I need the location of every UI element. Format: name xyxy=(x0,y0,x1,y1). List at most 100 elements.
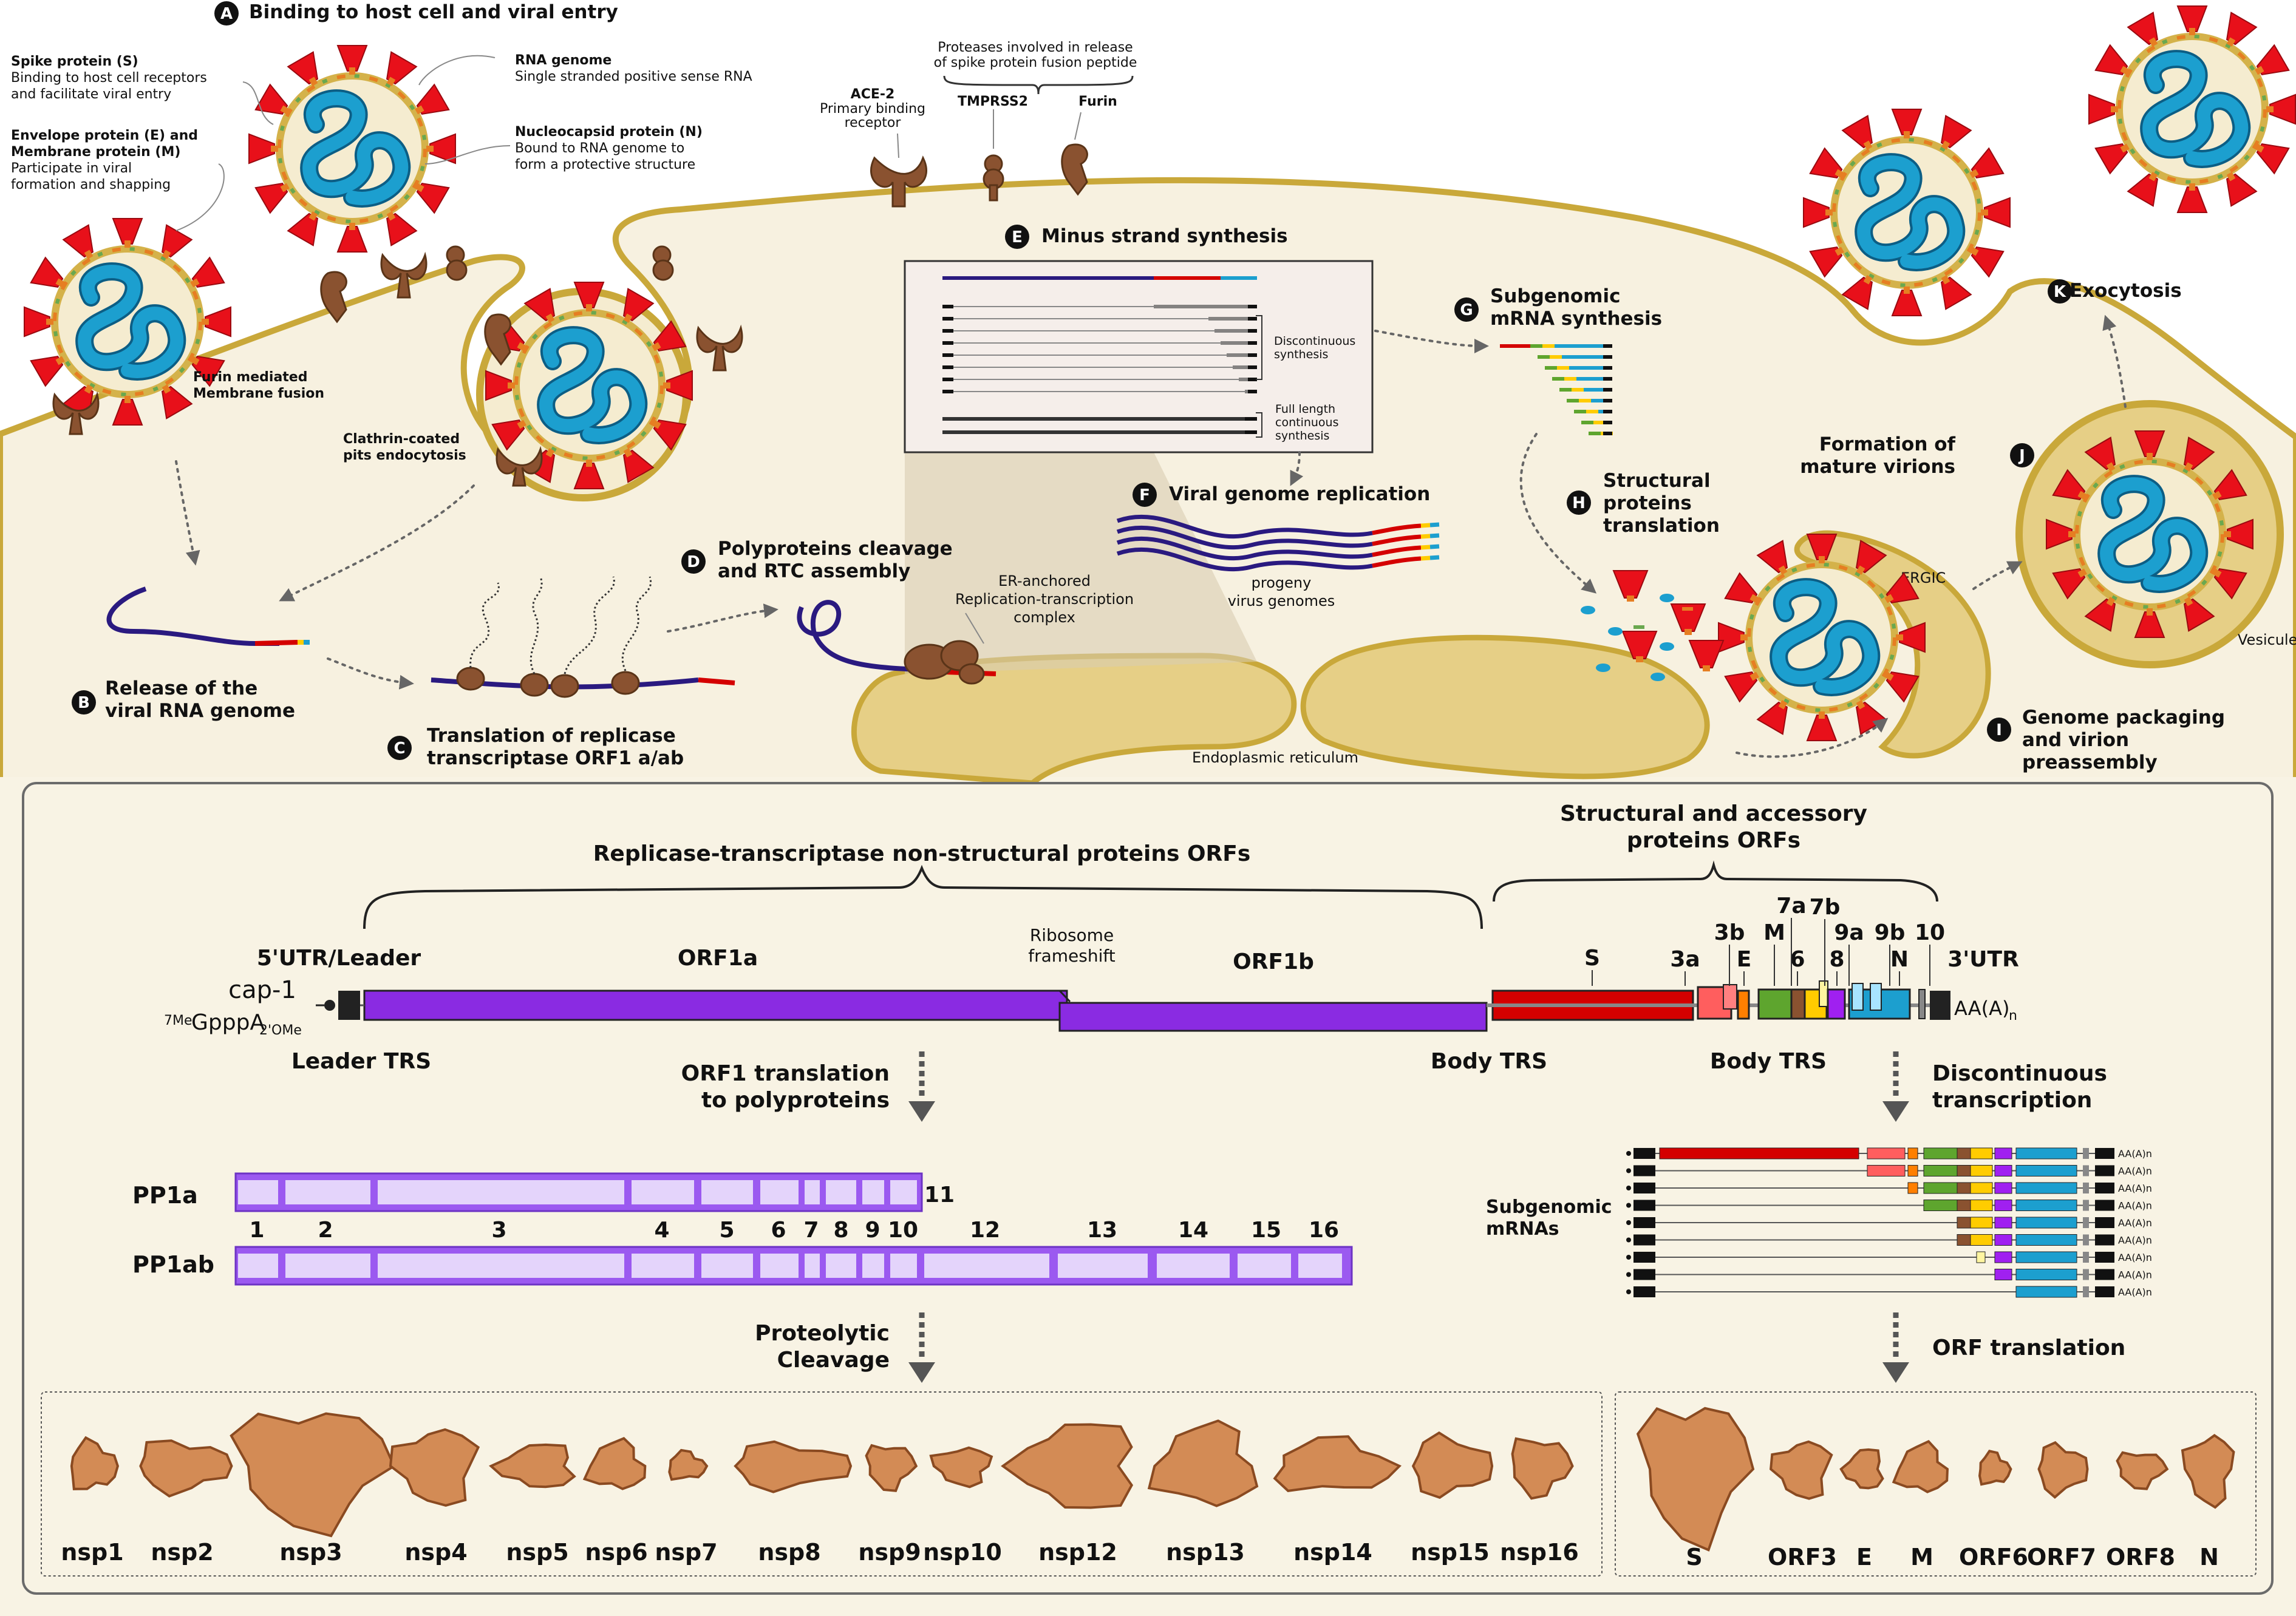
spike-protein xyxy=(62,224,94,259)
spike-protein xyxy=(2088,93,2118,125)
spike-protein xyxy=(415,83,450,115)
down-arrows xyxy=(908,1051,1909,1383)
spike-protein xyxy=(2127,172,2159,207)
nsp-protein-nsp13: nsp13 xyxy=(1147,1419,1259,1566)
structural-protein-label: ORF3 xyxy=(1768,1544,1837,1570)
step-badge-letter: K xyxy=(2054,283,2066,301)
nsp-label: nsp7 xyxy=(655,1539,717,1566)
body-trs-label: Body TRS xyxy=(1431,1049,1547,1074)
polya-tail: AA(A)n xyxy=(2118,1166,2152,1177)
callout-lines xyxy=(175,55,1082,644)
disc-transcription-label-2: transcription xyxy=(1932,1088,2092,1113)
spike-protein xyxy=(1718,622,1748,653)
step-badge-f: F xyxy=(1133,483,1157,507)
nsp-segment xyxy=(826,1180,856,1204)
step-badge-letter: B xyxy=(78,694,90,712)
nsp-protein-nsp5: nsp5 xyxy=(488,1443,576,1566)
spike-protein xyxy=(1724,671,1759,703)
ace2-desc: Primary binding xyxy=(820,101,925,117)
nascent-polypeptides xyxy=(469,576,652,674)
nsp-label: nsp13 xyxy=(1166,1539,1245,1566)
structural-proteins-scatter xyxy=(1581,570,1724,681)
nsp-label: nsp2 xyxy=(151,1539,213,1566)
spike-desc-2: and facilitate viral entry xyxy=(11,87,171,102)
nuc-desc: Bound to RNA genome to xyxy=(515,141,684,156)
nsp-segment xyxy=(862,1180,884,1204)
progeny-label-2: virus genomes xyxy=(1228,592,1335,609)
spike-protein xyxy=(523,288,556,323)
strand-lines xyxy=(942,276,1257,434)
structural-protein-label: ORF6 xyxy=(1959,1544,2028,1570)
spike-protein xyxy=(2052,568,2087,600)
step-badge-e: E xyxy=(1005,225,1029,249)
polya-tail: AA(A)n xyxy=(2118,1252,2152,1263)
spike-protein xyxy=(573,460,605,489)
structural-protein-orf8: ORF8 xyxy=(2106,1451,2175,1570)
orf1-translation-label-2: to polyproteins xyxy=(701,1088,890,1113)
pp1ab-bar xyxy=(234,1246,1353,1286)
nsp-label: nsp16 xyxy=(1500,1539,1579,1566)
nsp-number: 15 xyxy=(1251,1218,1281,1243)
structural-protein-label: E xyxy=(1856,1544,1872,1570)
nsp-label: nsp14 xyxy=(1293,1539,1372,1566)
spike-protein xyxy=(415,182,450,214)
nsp-label: nsp12 xyxy=(1038,1539,1117,1566)
spike-protein xyxy=(336,223,368,253)
clathrin-label-2: pits endocytosis xyxy=(343,448,466,463)
polya-tail: AA(A)n xyxy=(2118,1200,2152,1212)
orf-label-e: E xyxy=(1737,947,1752,972)
step-i-title: Genome packaging xyxy=(2022,707,2225,728)
step-g-title-2: mRNA synthesis xyxy=(1490,308,1662,330)
pp1a-end-label: 11 xyxy=(924,1183,955,1207)
spike-protein xyxy=(287,211,319,246)
spike-protein xyxy=(1884,572,1920,604)
nsp-segment xyxy=(924,1254,1049,1278)
nsp-protein-nsp12: nsp12 xyxy=(1001,1423,1134,1566)
spike-protein xyxy=(386,211,418,246)
discontinuous-label: Discontinuous xyxy=(1274,334,1355,348)
spike-protein xyxy=(663,370,693,401)
spike-protein xyxy=(336,45,368,75)
step-badge-b: B xyxy=(72,690,96,715)
env-desc-2: formation and shapping xyxy=(11,177,171,192)
spike-protein xyxy=(112,218,143,248)
proteases-label-2: of spike protein fusion peptide xyxy=(934,55,1137,70)
step-c-title: Translation of replicase xyxy=(427,725,676,747)
spike-protein xyxy=(2183,436,2215,472)
leader-trs-label: Leader TRS xyxy=(291,1049,431,1074)
step-d-title-2: and RTC assembly xyxy=(718,560,910,582)
step-i-title-2: and virion xyxy=(2022,729,2129,751)
spike-protein xyxy=(1724,572,1759,604)
nsp-segment xyxy=(805,1180,820,1204)
step-badge-letter: C xyxy=(393,739,405,758)
spike-protein xyxy=(1809,246,1844,278)
top-labels: Binding to host cell and viral entry Spi… xyxy=(11,1,2225,773)
step-badge-j: J xyxy=(2010,443,2034,467)
orf-label-3a: 3a xyxy=(1670,947,1700,972)
spike-protein xyxy=(248,133,278,165)
spike-protein xyxy=(1969,246,2005,278)
nsp-segment xyxy=(701,1254,753,1278)
step-h-title: Structural xyxy=(1603,470,1711,492)
structural-protein-label: N xyxy=(2199,1544,2219,1570)
ace2-desc-2: receptor xyxy=(845,115,902,131)
nsp-label: nsp15 xyxy=(1411,1539,1490,1566)
progeny-label: progeny xyxy=(1252,574,1312,591)
step-badge-letter: J xyxy=(2018,447,2025,465)
spike-protein xyxy=(1940,115,1972,150)
spike-protein xyxy=(1855,540,1887,575)
step-badge-k: K xyxy=(2048,279,2072,304)
subgenomic-mrna-row: AA(A)n xyxy=(1626,1269,2152,1281)
rna-desc: Single stranded positive sense RNA xyxy=(515,69,752,84)
vesicule-label: Vesicule xyxy=(2238,631,2296,648)
step-k-title: Exocytosis xyxy=(2069,280,2182,302)
structural-protein-label: ORF7 xyxy=(2027,1544,2096,1570)
spike-protein xyxy=(2255,44,2290,76)
spike-protein xyxy=(1940,275,1972,310)
subgenomic-synthesis-lines xyxy=(1500,344,1613,435)
step-badge-letter: A xyxy=(220,5,233,23)
cleavage-label-2: Cleavage xyxy=(777,1348,890,1373)
nsp-segment xyxy=(862,1254,884,1278)
spike-protein xyxy=(1809,147,1844,179)
